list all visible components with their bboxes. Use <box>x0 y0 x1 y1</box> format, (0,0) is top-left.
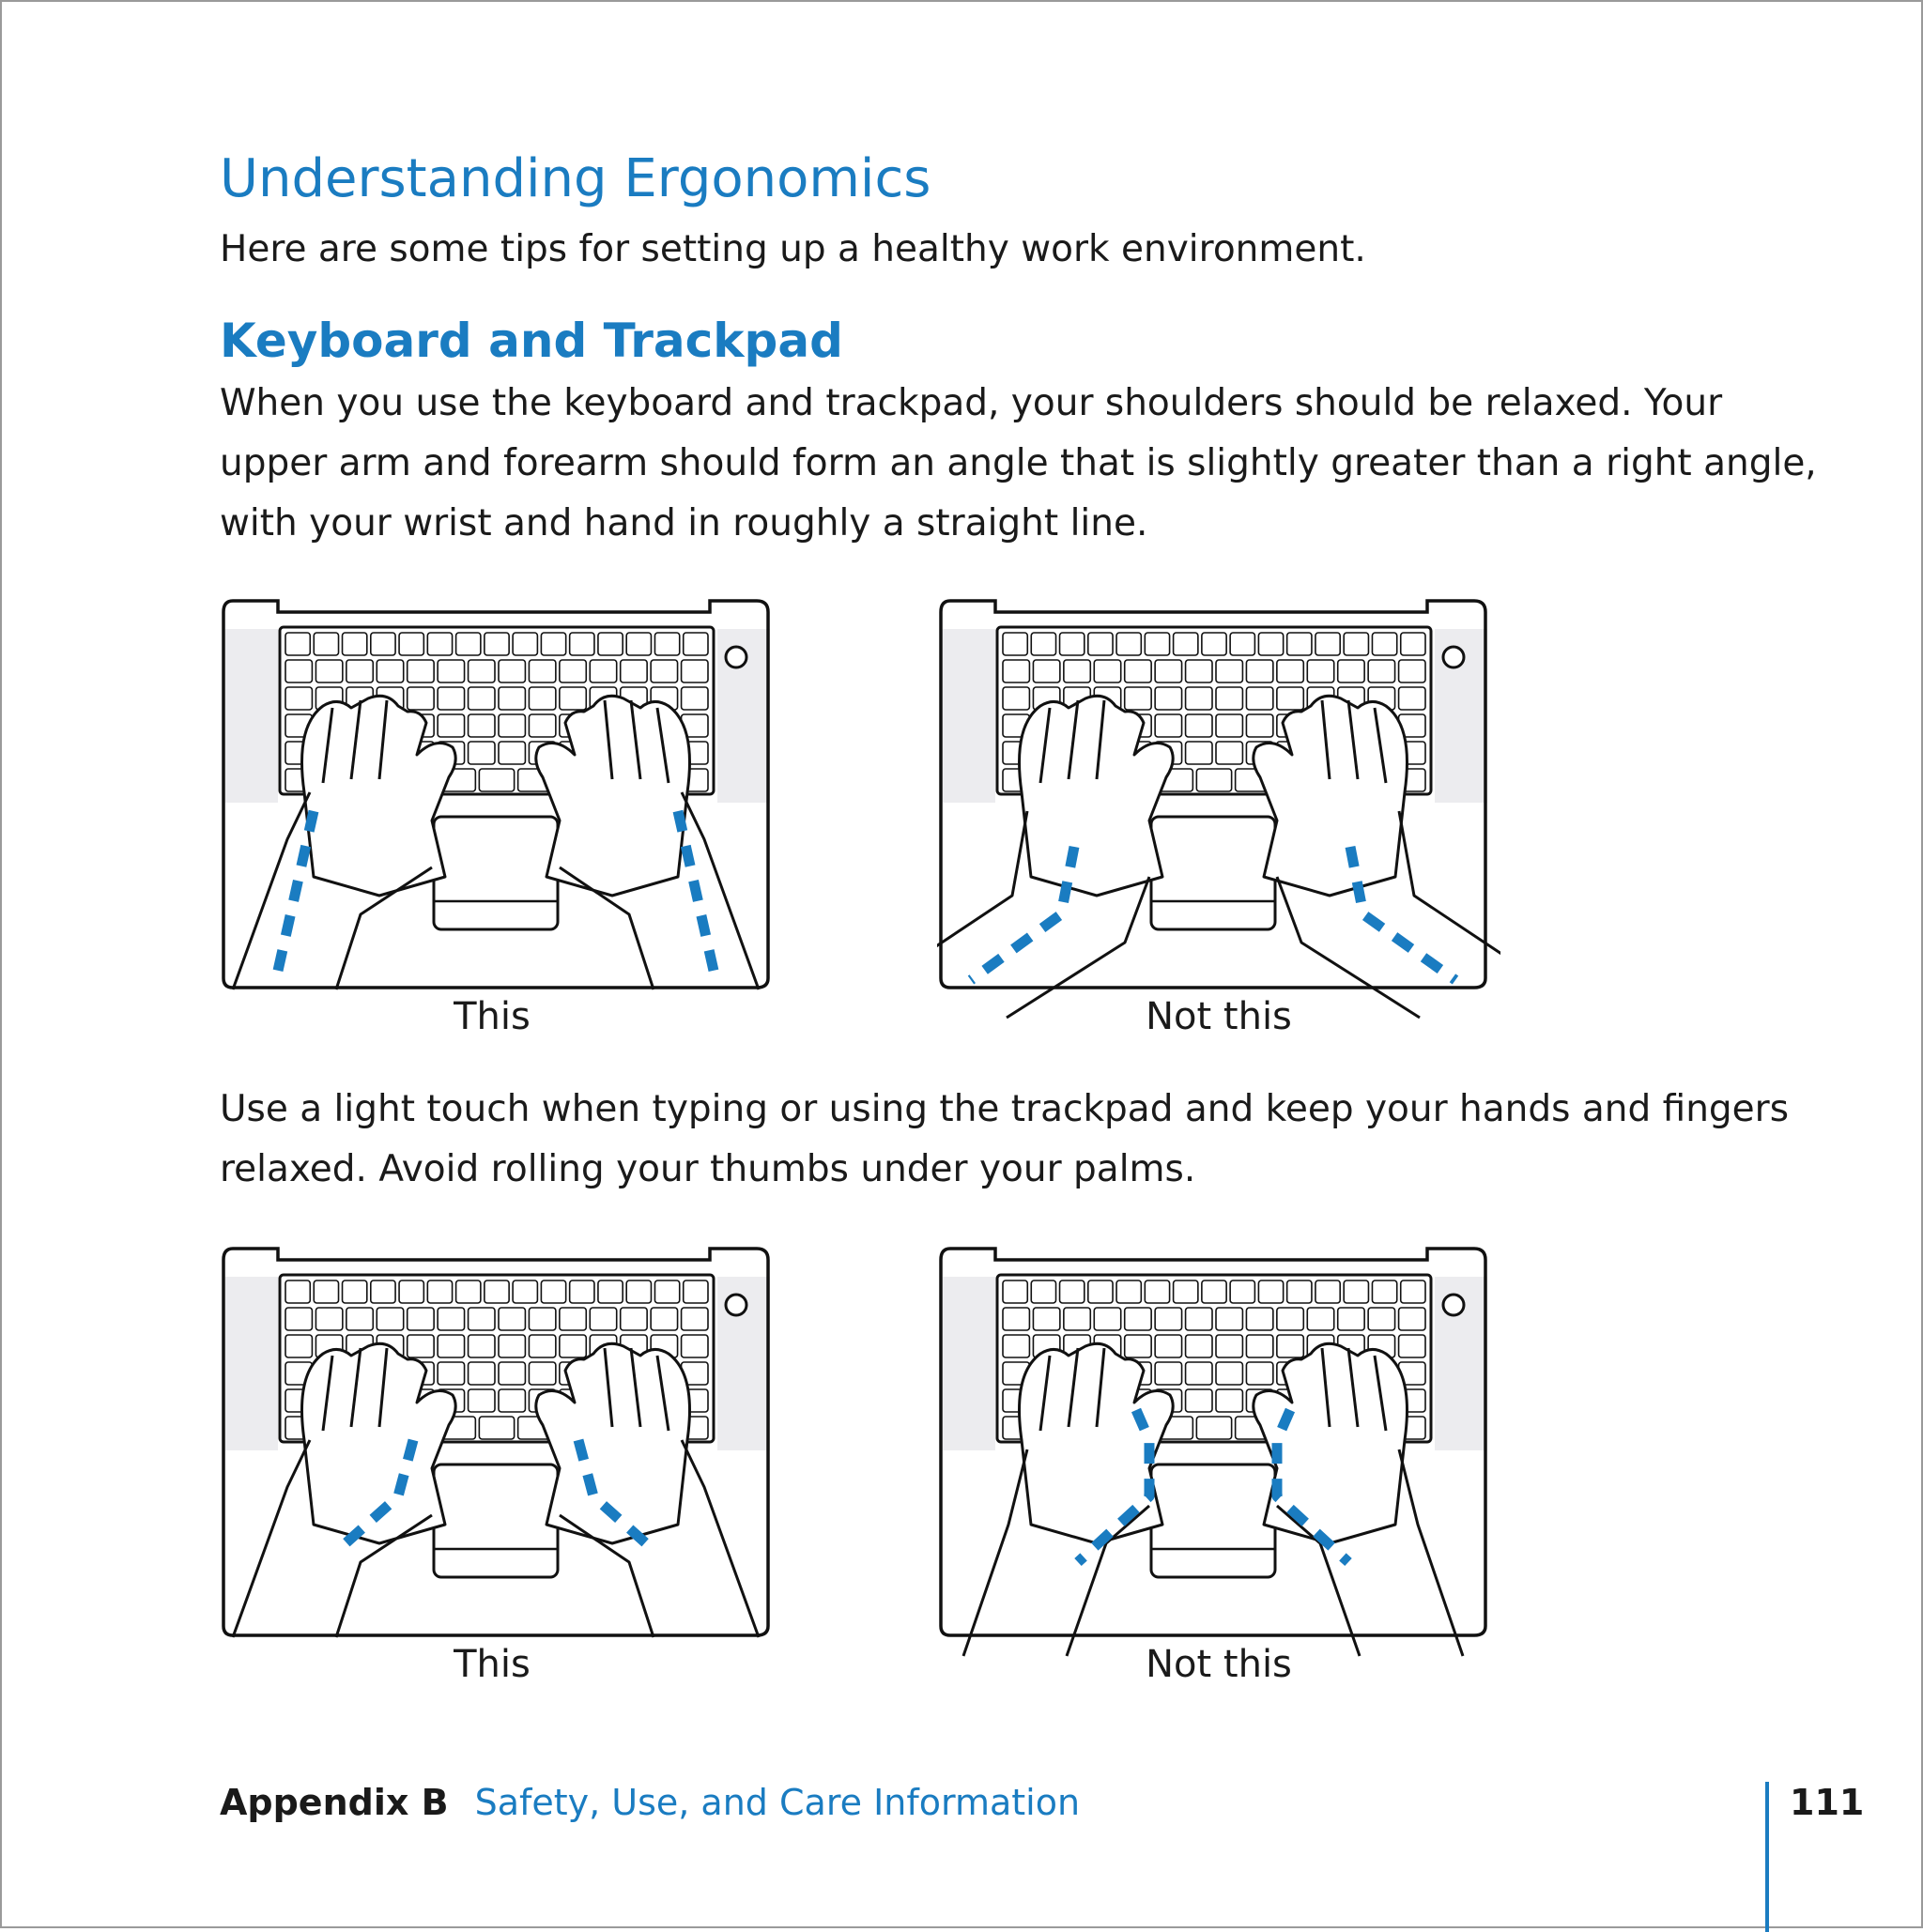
figure-correct-wrist <box>220 595 783 1046</box>
intro-text: Here are some tips for setting up a heal… <box>220 228 1366 270</box>
figure-caption: Not this <box>1146 1643 1292 1686</box>
page-title: Understanding Ergonomics <box>220 148 931 209</box>
hands-on-keyboard-straight-icon <box>222 599 770 990</box>
hands-on-keyboard-bent-icon <box>937 599 1500 1020</box>
figure-caption: This <box>454 995 531 1038</box>
hands-on-keyboard-relaxed-icon <box>222 1247 770 1638</box>
paragraph-line: upper arm and forearm should form an ang… <box>220 442 1817 484</box>
footer-appendix: Appendix B <box>220 1782 449 1823</box>
page-footer: Appendix B Safety, Use, and Care Informat… <box>220 1782 1080 1823</box>
figure-correct-thumbs <box>220 1243 783 1694</box>
figure-caption: Not this <box>1146 995 1292 1038</box>
figure-incorrect-wrist <box>937 595 1500 1046</box>
paragraph-line: When you use the keyboard and trackpad, … <box>220 382 1723 424</box>
figure-caption: This <box>454 1643 531 1686</box>
section-heading: Keyboard and Trackpad <box>220 314 843 368</box>
paragraph-line: Use a light touch when typing or using t… <box>220 1088 1790 1130</box>
footer-divider <box>1765 1782 1769 1932</box>
figure-incorrect-thumbs <box>937 1243 1500 1694</box>
hands-on-keyboard-rolled-icon <box>939 1247 1487 1657</box>
paragraph-line: relaxed. Avoid rolling your thumbs under… <box>220 1148 1196 1190</box>
page-number: 111 <box>1790 1782 1865 1823</box>
paragraph-line: with your wrist and hand in roughly a st… <box>220 502 1148 544</box>
footer-chapter-link[interactable]: Safety, Use, and Care Information <box>474 1782 1081 1823</box>
